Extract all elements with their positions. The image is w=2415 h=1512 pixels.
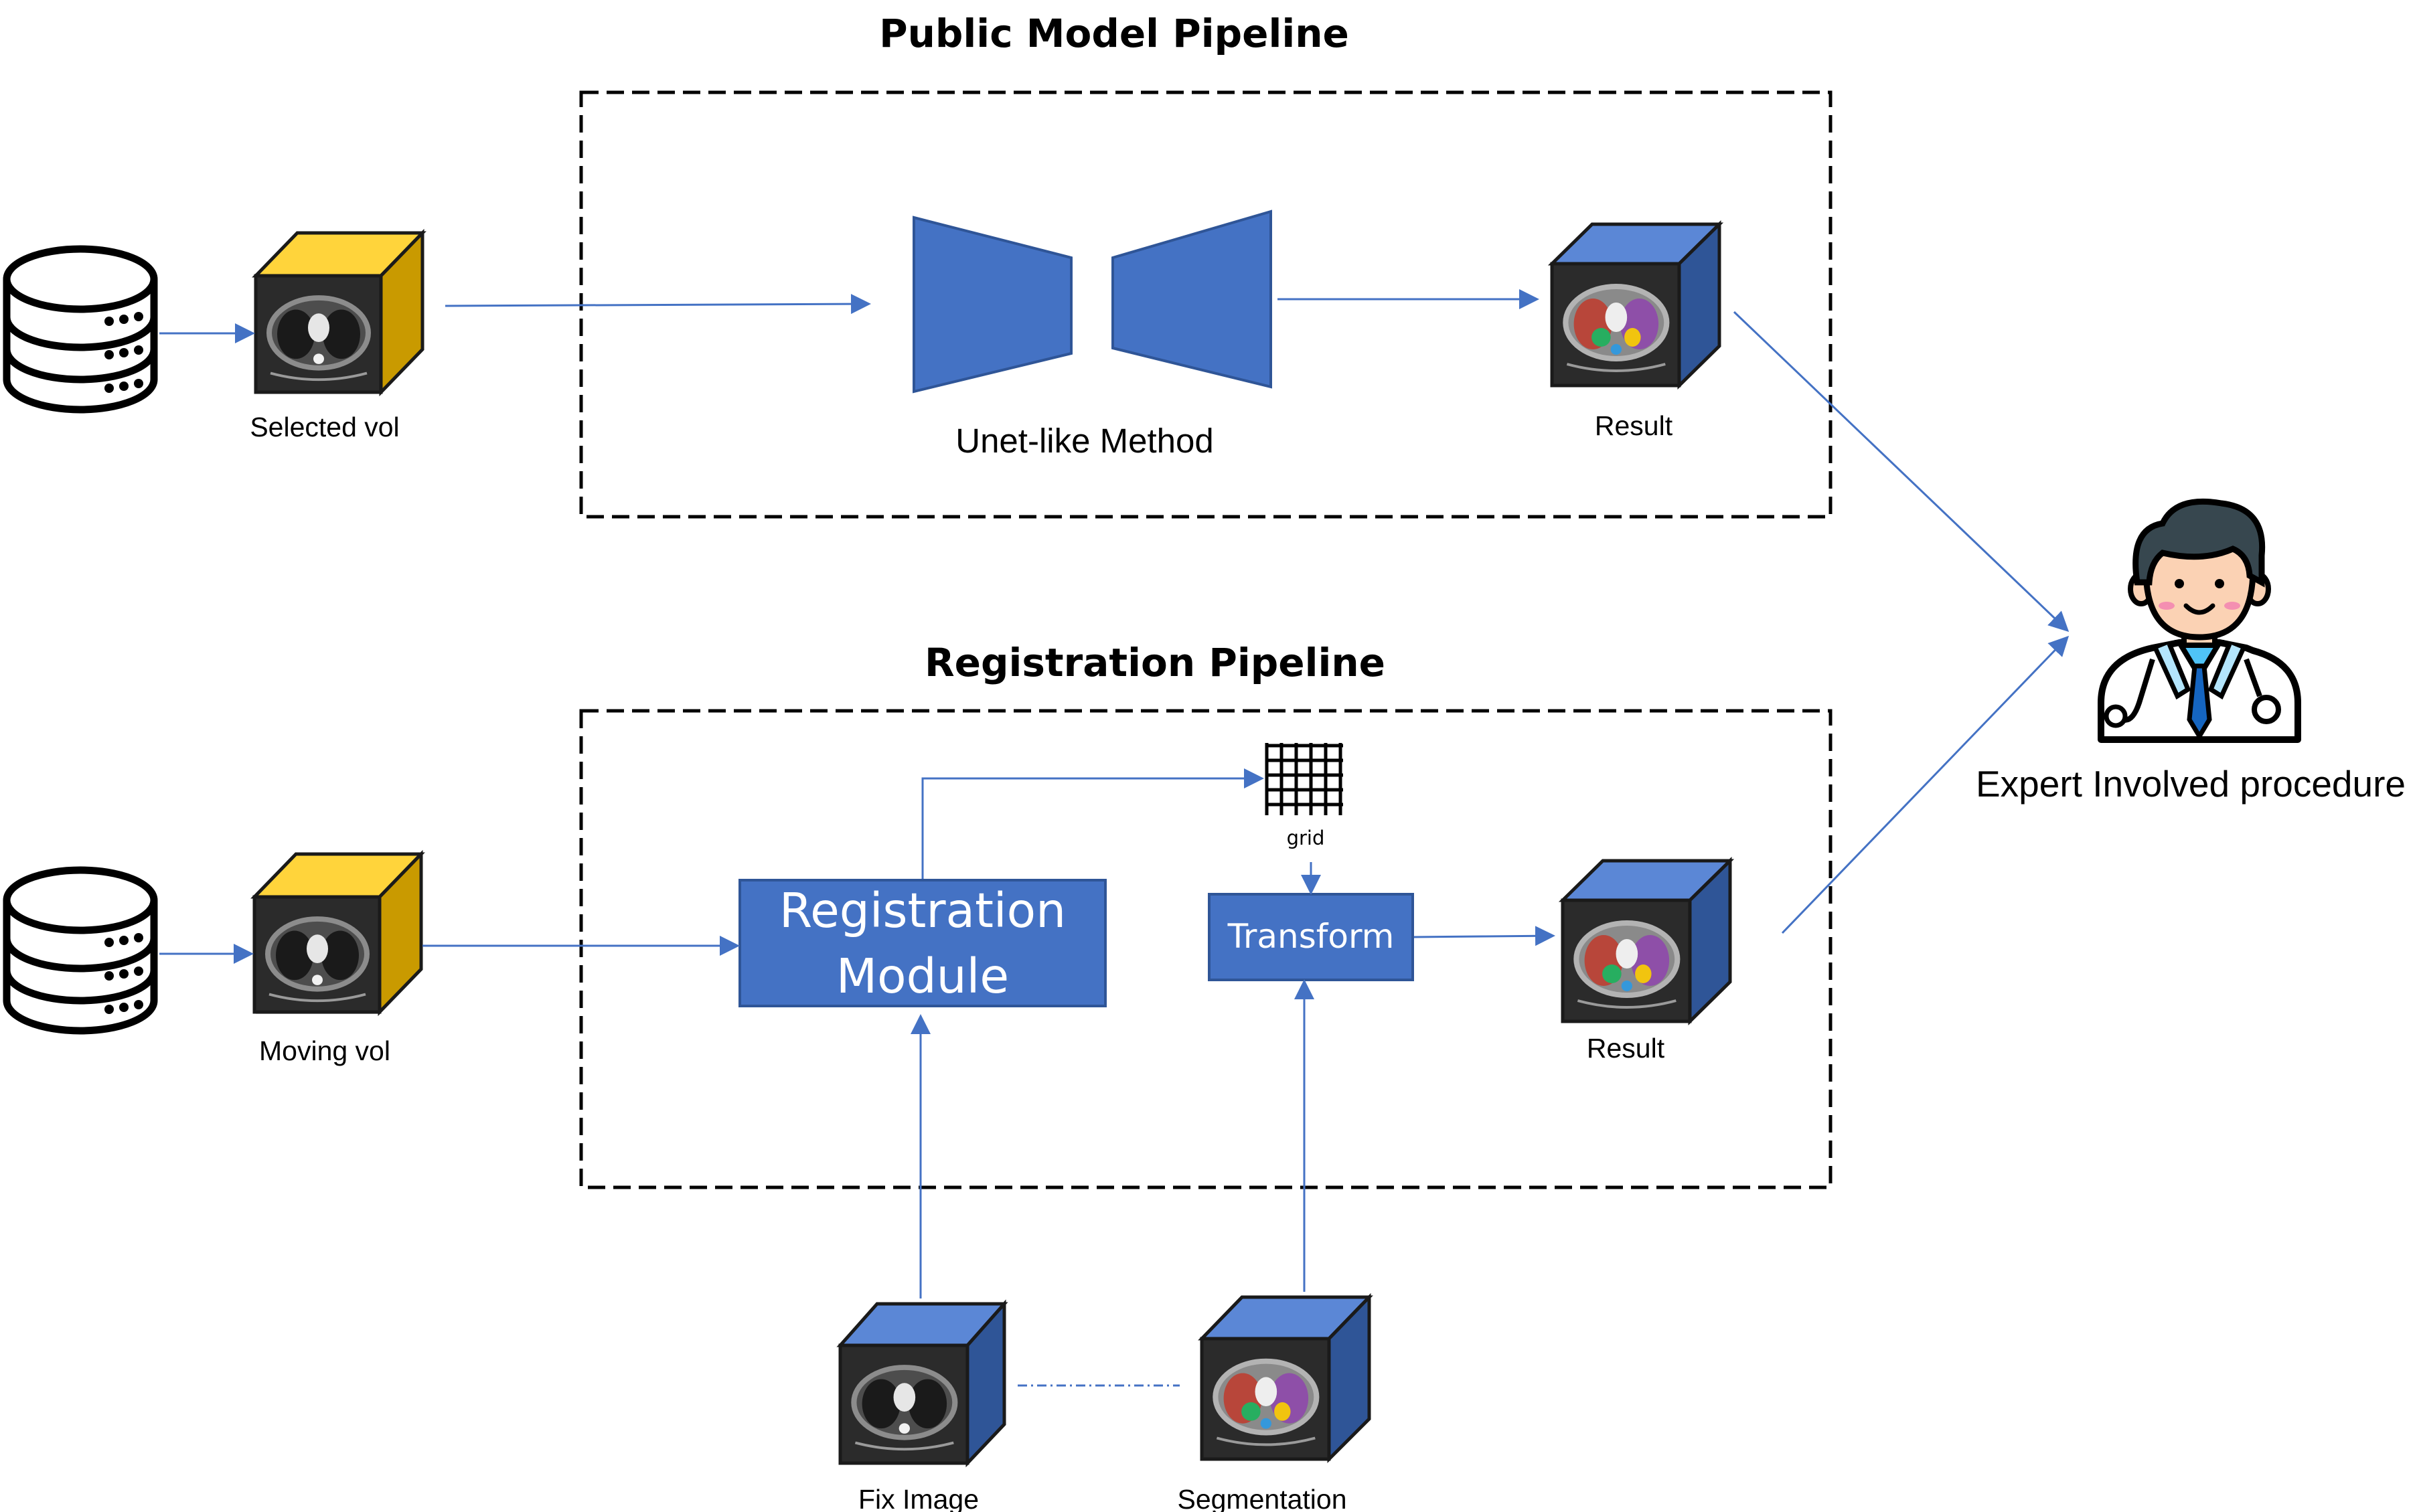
fix-image-label: Fix Image [858,1484,979,1512]
transform-box [1208,893,1414,981]
grid-label: grid [1287,827,1325,849]
unet-decoder-shape [1111,209,1272,389]
segmentation-label: Segmentation [1177,1484,1346,1512]
moving-vol-cube [250,849,425,1017]
registration-module-line1: Registration [779,883,1066,938]
segmentation-cube [1198,1292,1373,1464]
registration-result-label: Result [1587,1033,1665,1064]
expert-label: Expert Involved procedure [1976,763,2406,805]
moving-vol-label: Moving vol [259,1035,390,1066]
registration-pipeline-frame [579,709,1833,1189]
selected-to-unet-arrow [445,294,871,315]
registration-result-cube [1558,857,1735,1025]
transform-label: Transform [1227,917,1395,956]
registration-pipeline-title: Registration Pipeline [925,640,1385,685]
database-icon [3,245,158,414]
unet-encoder-shape [913,216,1073,394]
selected-vol-cube [252,228,426,397]
public-pipeline-title: Public Model Pipeline [879,11,1349,56]
module-to-grid-arrow [921,768,1264,879]
doctor-icon [2098,498,2301,743]
public-result-label: Result [1595,410,1673,441]
registration-module-box [738,879,1107,1007]
selected-vol-label: Selected vol [250,412,399,442]
registration-module-line2: Module [836,948,1009,1004]
registration-result-to-expert-arrow [1781,635,2070,934]
transform-to-result-arrow [1413,926,1555,946]
fix-image-cube [836,1299,1008,1468]
public-result-cube [1547,220,1724,390]
grid-icon [1265,743,1343,815]
public-result-to-expert-arrow [1733,311,2070,633]
database-icon [3,866,158,1035]
unet-method-label: Unet-like Method [955,422,1214,460]
